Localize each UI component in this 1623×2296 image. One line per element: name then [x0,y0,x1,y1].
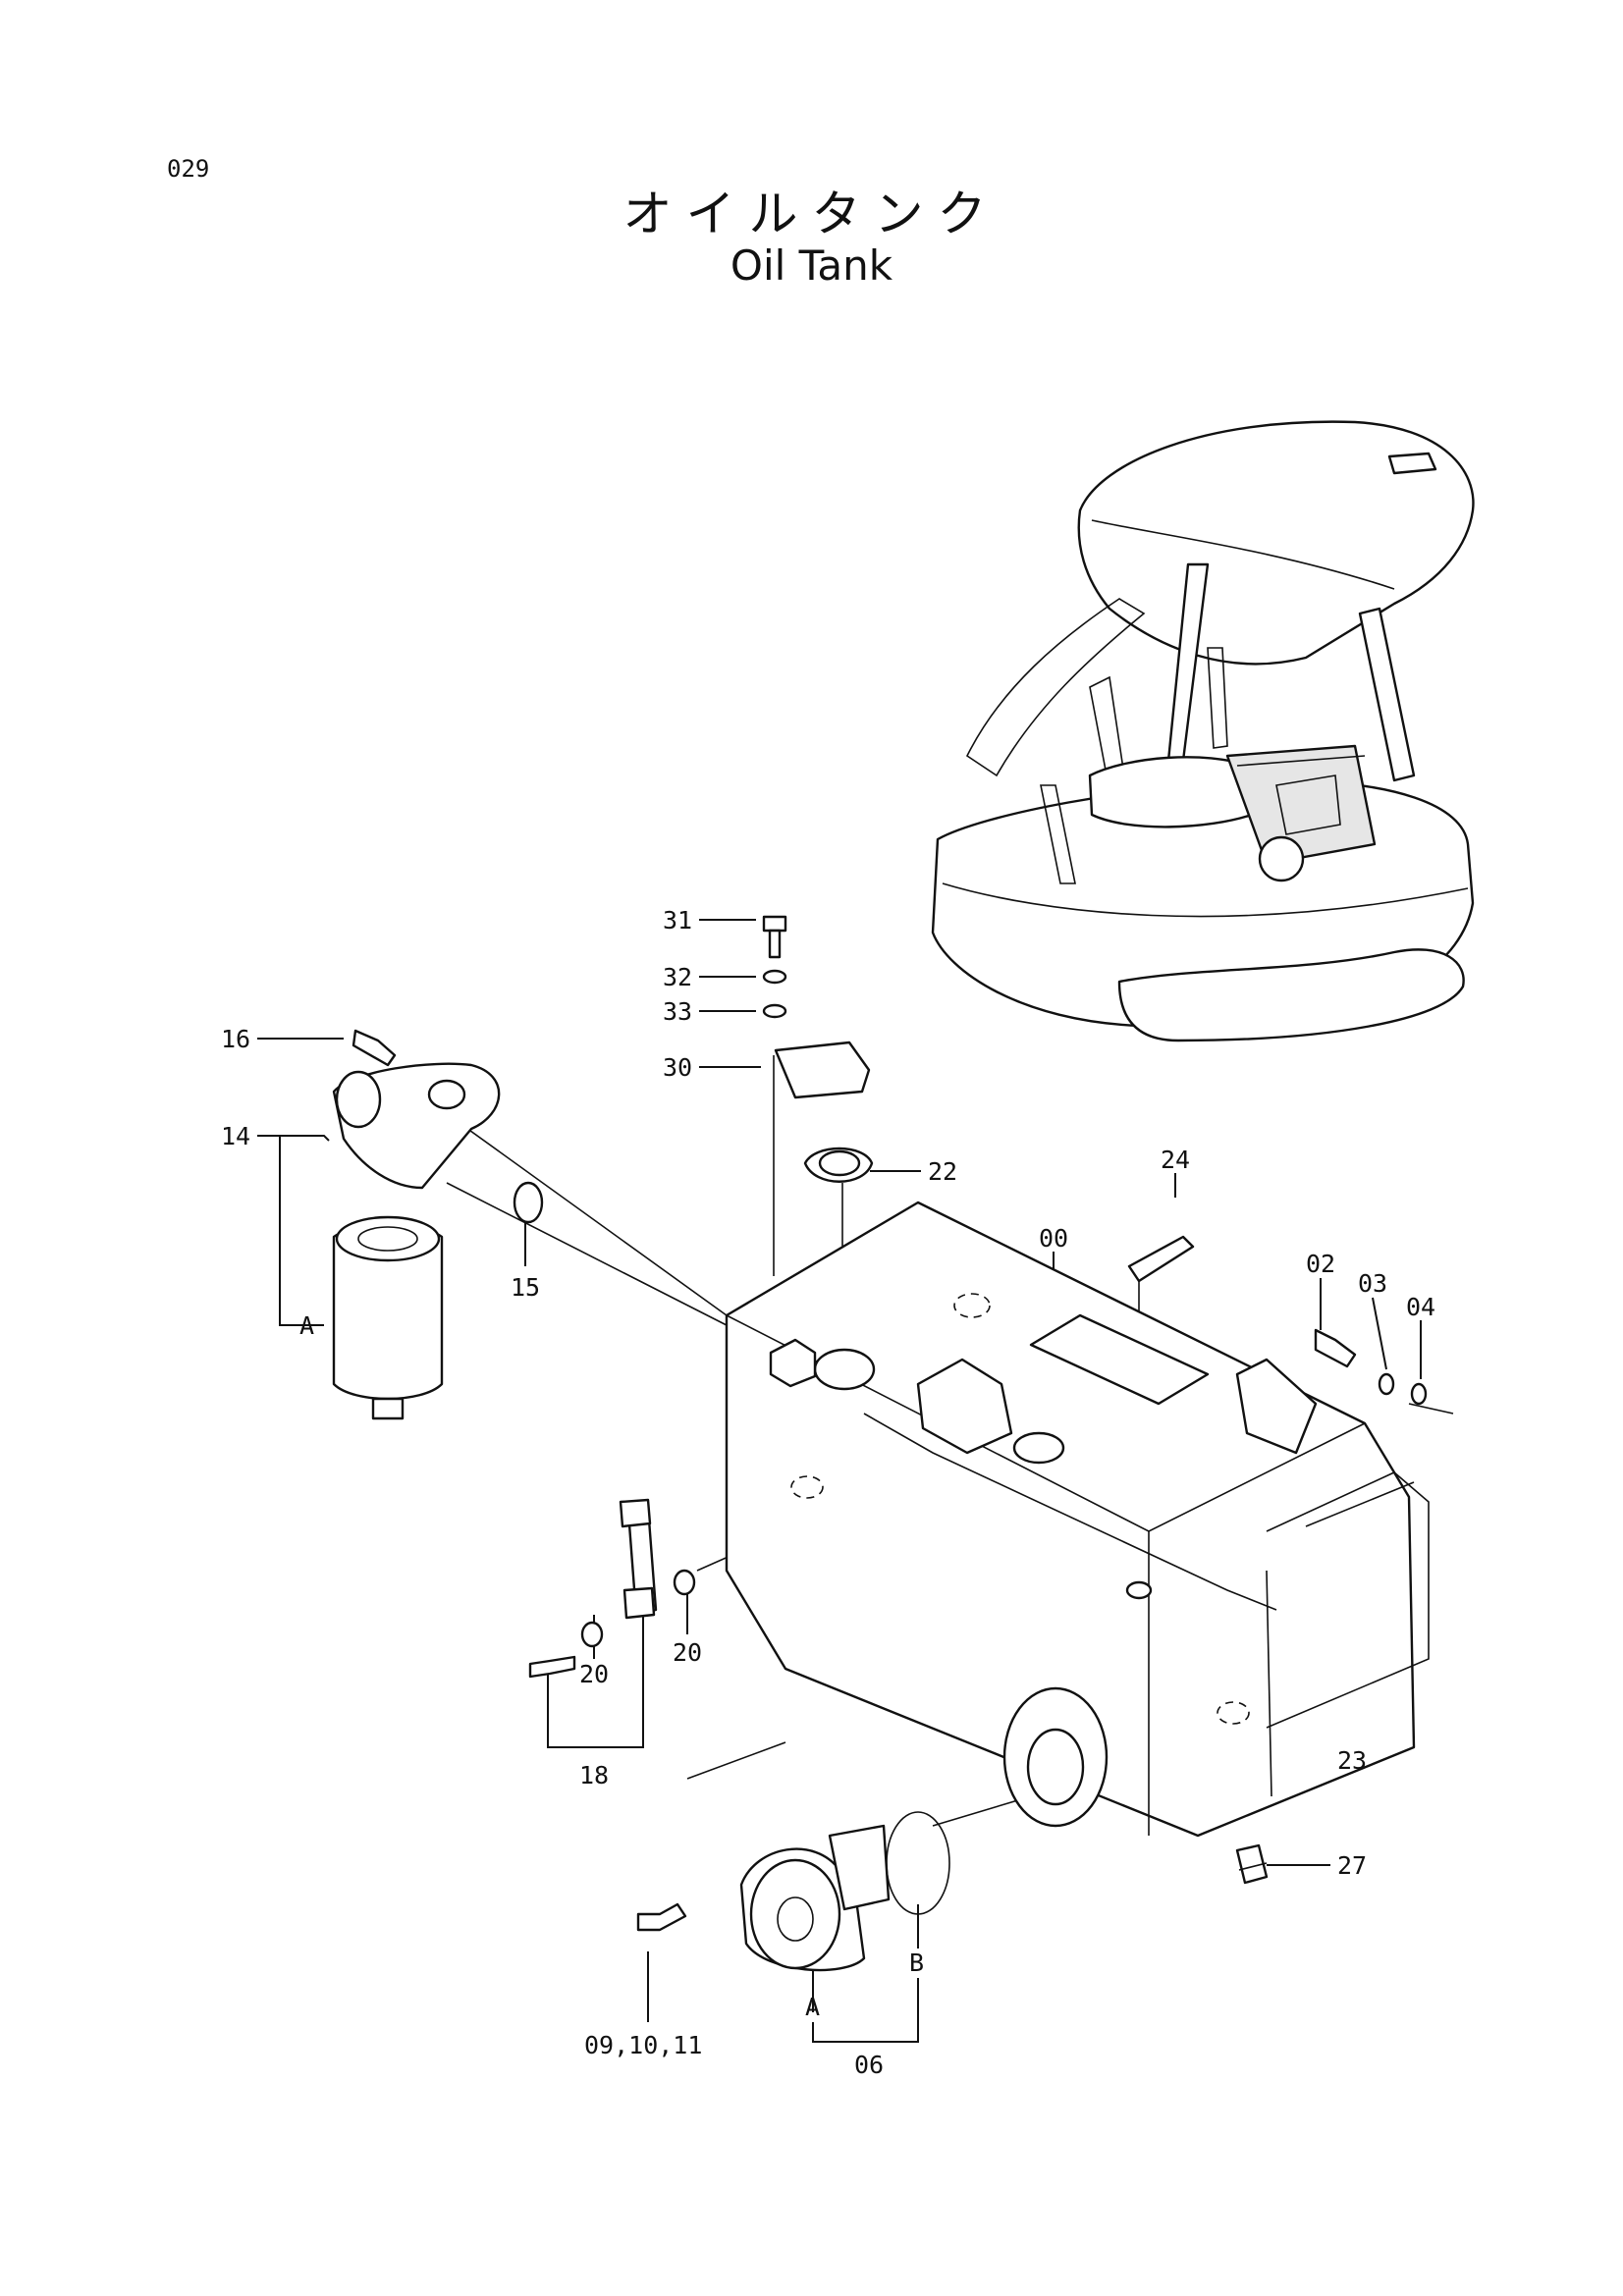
callout-a-filter: A [299,1311,314,1340]
callout-03: 03 [1358,1269,1387,1298]
callout-09-10-11: 09,10,11 [584,2031,702,2059]
callout-labels: 31 32 33 30 16 14 A 15 22 00 24 02 03 04… [221,906,1435,2079]
callout-30: 30 [663,1053,692,1082]
callout-20-upper: 20 [673,1638,702,1667]
callout-24: 24 [1161,1146,1190,1174]
callout-16: 16 [221,1025,250,1053]
callout-20-lower: 20 [579,1660,609,1688]
filler-cap [803,1147,874,1183]
suction-strainer-assembly [636,1811,950,1972]
drain-fittings [1235,1843,1269,1885]
oil-tank [725,1201,1430,1838]
callout-23: 23 [1337,1746,1367,1775]
callout-27: 27 [1337,1851,1367,1880]
callout-06: 06 [854,2051,884,2079]
title-english: Oil Tank [730,241,893,290]
callout-31: 31 [663,906,692,934]
callout-a-strainer: A [805,1993,820,2021]
callout-02: 02 [1306,1250,1335,1278]
callout-18: 18 [579,1761,609,1789]
callout-32: 32 [663,963,692,991]
mounting-bolt-set [1314,1328,1428,1406]
title-japanese: オイルタンク [622,186,1001,242]
callout-b: B [909,1949,924,1977]
callout-15: 15 [511,1273,540,1302]
callout-04: 04 [1406,1293,1435,1321]
callout-00: 00 [1039,1224,1068,1253]
callout-33: 33 [663,997,692,1026]
name-plate [1127,1235,1195,1283]
tank-cover-assembly [762,915,871,1099]
callout-22: 22 [928,1157,957,1186]
machine-overview-illustration [931,420,1475,1042]
level-gauge-assembly [528,1498,696,1679]
return-filter-assembly [332,1029,544,1420]
callout-14: 14 [221,1122,250,1150]
page-number: 029 [167,155,210,183]
